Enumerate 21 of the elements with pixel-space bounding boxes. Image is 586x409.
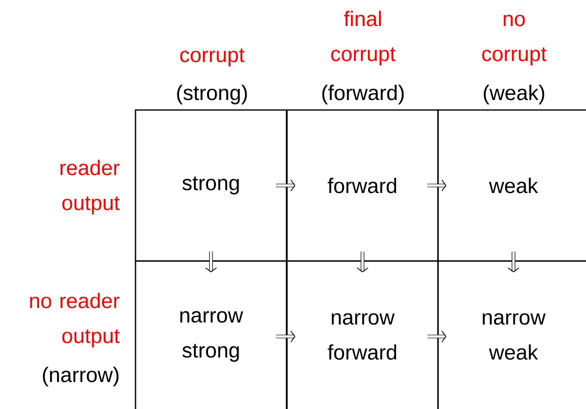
column-header: (forward) [322, 84, 404, 104]
table-cell: narrow weak [437, 260, 586, 409]
table-cell: forward [286, 109, 439, 262]
implication-arrow [508, 252, 520, 272]
implication-arrow [428, 330, 446, 342]
implication-arrow [276, 180, 296, 192]
table-cell: narrow strong [134, 260, 288, 409]
implication-arrow [428, 180, 446, 192]
column-header: (weak) [484, 84, 544, 104]
row-header: no reader output [30, 292, 120, 348]
column-header: no corrupt [482, 14, 546, 66]
implication-arrow [276, 330, 296, 342]
table-cell: weak [437, 109, 586, 262]
row-header: reader output [60, 160, 120, 214]
column-header: corrupt [180, 48, 245, 66]
table-cell: narrow forward [286, 260, 439, 409]
implication-arrow [205, 252, 217, 272]
column-header: (strong) [177, 84, 247, 104]
table-cell: strong [134, 109, 288, 262]
column-header: final corrupt [331, 10, 396, 66]
implication-arrow [356, 252, 368, 272]
